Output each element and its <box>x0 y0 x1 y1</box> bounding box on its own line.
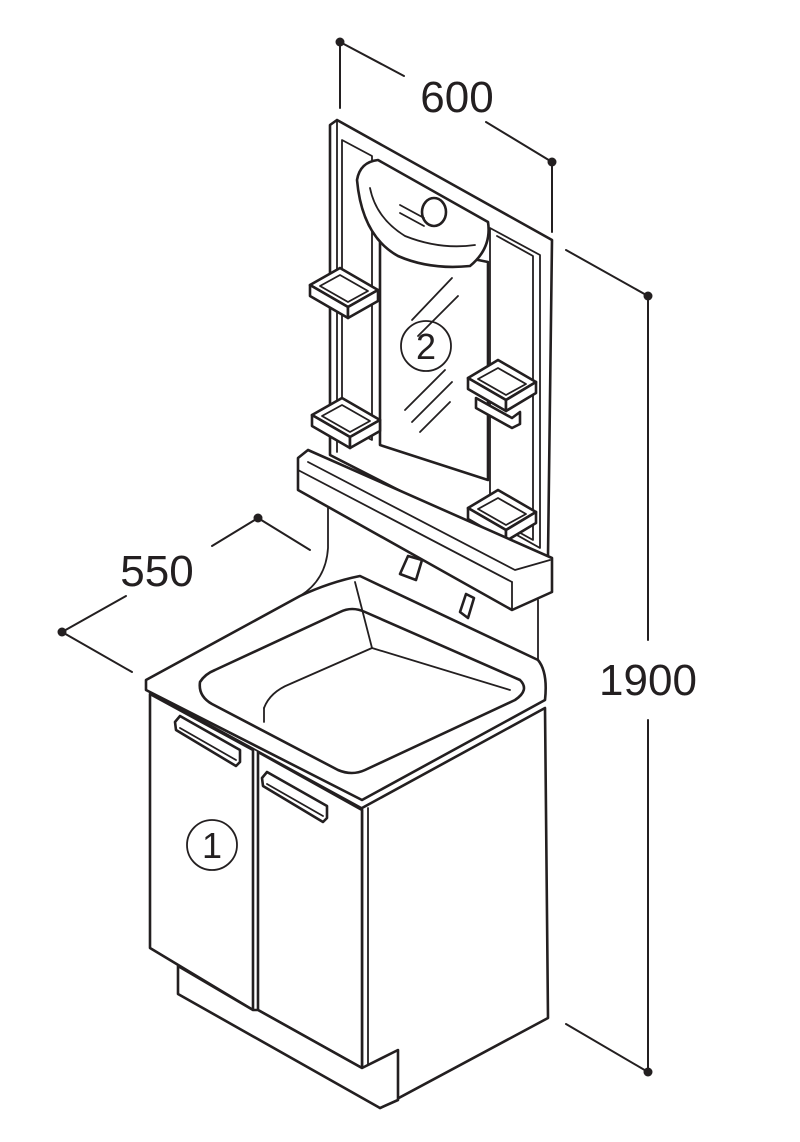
toothbrush-holder <box>474 396 522 430</box>
faucet-lever <box>458 592 476 620</box>
light-bulb <box>420 196 448 228</box>
right-lower-shelf <box>466 488 538 543</box>
left-upper-shelf <box>308 266 380 320</box>
mirror-reflection-marks <box>404 277 459 433</box>
cabinet-plinth <box>176 964 400 1110</box>
callout-cabinet-label: 1 <box>202 825 222 866</box>
faucet-spout <box>398 554 424 582</box>
basin <box>198 607 526 775</box>
faucet <box>398 554 476 620</box>
callout-mirror-label: 2 <box>416 326 436 367</box>
mirror-cabinet <box>296 118 554 612</box>
depth-label: 550 <box>120 547 193 596</box>
width-label: 600 <box>420 73 493 122</box>
dimension-width <box>335 37 557 233</box>
dimension-depth <box>57 513 311 673</box>
dimension-height <box>565 249 653 1077</box>
left-lower-shelf <box>310 396 382 450</box>
callout-mirror: 2 <box>400 320 452 372</box>
height-label: 1900 <box>599 656 697 705</box>
sink-counter <box>144 507 547 809</box>
right-upper-shelf <box>466 358 538 430</box>
base-cabinet <box>148 692 550 1110</box>
callout-cabinet: 1 <box>186 819 238 871</box>
